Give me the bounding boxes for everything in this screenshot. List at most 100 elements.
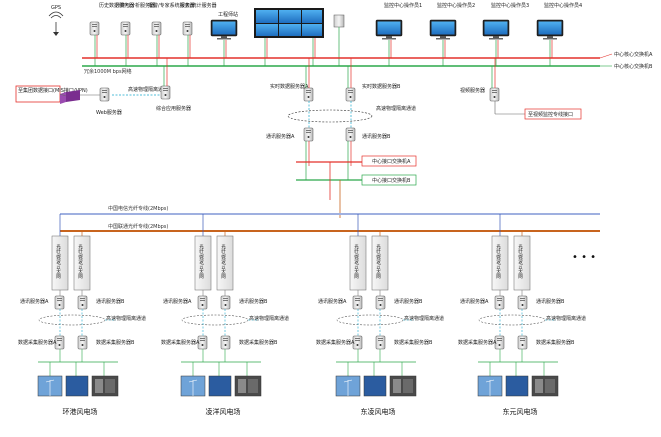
group-link (59, 93, 67, 97)
svg-text:中心核心交换机A: 中心核心交换机A (614, 51, 653, 58)
farm-dataB-label: 数据采集服务器B (536, 339, 575, 346)
farm-data-server-b-icon (77, 335, 88, 350)
telecom-line-label: 中国电信光纤专线(2Mbps) (108, 205, 168, 212)
unicom-line-label: 中国联通光纤专线(2Mbps) (108, 223, 168, 230)
top-drop-lines-red (96, 35, 553, 58)
farm-commB-label: 通讯服务器B (96, 298, 125, 305)
operator-4-label: 监控中心操作员4 (544, 2, 582, 9)
farm-commA-label: 通讯服务器A (318, 298, 347, 305)
wind-farm-3: 光纤/微波/以太网 光纤/微波/以太网 通讯服务器A 通讯服务器B 高速物理隔离… (316, 214, 444, 416)
comm-server-b-icon (345, 127, 356, 142)
farm-commB-label: 通讯服务器B (394, 298, 423, 305)
wind-farm-group: 光纤/微波/以太网 光纤/微波/以太网 通讯服务器A 通讯服务器B 高速物理隔离… (18, 214, 586, 416)
comm-server-a-label: 通讯服务器A (266, 133, 295, 140)
wind-farm-4: 光纤/微波/以太网 光纤/微波/以太网 通讯服务器A 通讯服务器B 高速物理隔离… (458, 214, 586, 416)
isolation-ellipse-mid (287, 109, 373, 123)
firewall-icon (60, 90, 80, 104)
farm-vert-label: 光纤/微波/以太网 (496, 243, 502, 280)
web-server-label: Web服务器 (96, 109, 122, 116)
video-interface-label: 至视频监控专线接口 (528, 111, 573, 118)
farm-vert-label: 光纤/微波/以太网 (354, 243, 360, 280)
farm-comm-server-a-icon (352, 295, 363, 310)
core-switch-b-tag: 中心核心交换机B (600, 63, 653, 70)
farm-dataA-label: 数据采集服务器A (161, 339, 200, 346)
interface-switch-a-box (361, 155, 417, 167)
farm-commA-label: 通讯服务器A (163, 298, 192, 305)
gps-antenna-icon (48, 11, 64, 36)
history-server-icon (89, 21, 100, 36)
video-interface-box (524, 108, 582, 120)
booster-station-photo (208, 375, 232, 397)
video-server-icon (489, 87, 500, 102)
comm-server-b-label: 通讯服务器B (362, 133, 391, 140)
farm-commA-label: 通讯服务器A (460, 298, 489, 305)
display-wall-icon (254, 8, 324, 38)
realtime-server-b-icon (345, 87, 356, 102)
operator-1-label: 监控中心操作员1 (384, 2, 422, 9)
wind-farm-1: 光纤/微波/以太网 光纤/微波/以太网 通讯服务器A 通讯服务器B 高速物理隔离… (18, 214, 146, 416)
farm-comm-server-a-icon (197, 295, 208, 310)
farm-dataB-label: 数据采集服务器B (394, 339, 433, 346)
farm-isolate-label: 高速物理隔离通道 (106, 315, 146, 322)
farm-vert-label: 光纤/微波/以太网 (221, 243, 227, 280)
farm-dataA-label: 数据采集服务器A (458, 339, 497, 346)
farm-vert-label: 光纤/微波/以太网 (56, 243, 62, 280)
comm-server-a-icon (303, 127, 314, 142)
farm-vert-label: 光纤/微波/以太网 (518, 243, 524, 280)
group-interface-label: 至集团数据接口(MIS接口/VPN) (18, 87, 88, 94)
farm-dataB-label: 数据采集服务器B (96, 339, 135, 346)
farm-comm-server-a-icon (54, 295, 65, 310)
core-switch-a-tag: 中心核心交换机A (599, 51, 653, 59)
app-server-icon (160, 85, 171, 100)
wind-farm-name: 东元风电场 (503, 407, 538, 416)
farm-commA-label: 通讯服务器A (20, 298, 49, 305)
history-server-label: 历史数据服务器 (99, 2, 134, 9)
operator-station-4-icon (536, 19, 564, 40)
report-server-icon (182, 21, 193, 36)
redundant-network-label: 冗余1000M bps网络 (84, 68, 132, 75)
engineer-station-icon (210, 19, 238, 40)
farm-comm-server-b-icon (375, 295, 386, 310)
isolation-label-1: 高速物理隔离通道 (128, 86, 168, 93)
booster-station-photo (505, 375, 529, 397)
more-farms-ellipsis: • • • (572, 252, 596, 263)
gps-label: GPS (51, 5, 61, 11)
farm-comm-server-b-icon (77, 295, 88, 310)
farm-comm-server-b-icon (220, 295, 231, 310)
interface-switch-b-box (361, 174, 417, 186)
realtime-server-a-label: 实时数据服务器A (270, 83, 309, 90)
farm-isolate-label: 高速物理隔离通道 (249, 315, 289, 322)
app-server-label: 综合应用服务器 (156, 105, 191, 112)
wind-farm-name: 东凌风电场 (361, 407, 396, 416)
alarm-server-icon (151, 21, 162, 36)
isolation-label-2: 高速物理隔离通道 (376, 105, 416, 112)
farm-data-server-b-icon (517, 335, 528, 350)
farm-dataA-label: 数据采集服务器A (18, 339, 57, 346)
alarm-server-label: 报警/专家系统服务器 (148, 2, 195, 9)
farm-vert-label: 光纤/微波/以太网 (376, 243, 382, 280)
calc-server-icon (120, 21, 131, 36)
farm-data-server-b-icon (220, 335, 231, 350)
video-server-label: 视频服务器 (460, 87, 485, 94)
farm-data-server-b-icon (375, 335, 386, 350)
projector-icon (333, 14, 345, 28)
operator-station-1-icon (375, 19, 403, 40)
engineer-station-label: 工程师站 (218, 11, 238, 18)
realtime-server-b-label: 实时数据服务器B (362, 83, 401, 90)
farm-comm-server-b-icon (517, 295, 528, 310)
svg-text:中心核心交换机B: 中心核心交换机B (614, 63, 653, 70)
farm-vert-label: 光纤/微波/以太网 (78, 243, 84, 280)
farm-isolate-label: 高速物理隔离通道 (404, 315, 444, 322)
booster-station-photo (65, 375, 89, 397)
wind-farm-2: 光纤/微波/以太网 光纤/微波/以太网 通讯服务器A 通讯服务器B 高速物理隔离… (161, 214, 289, 416)
top-drop-lines (94, 27, 551, 66)
operator-3-label: 监控中心操作员3 (491, 2, 529, 9)
farm-vert-label: 光纤/微波/以太网 (199, 243, 205, 280)
operator-station-3-icon (482, 19, 510, 40)
calc-server-label: 计算与分析服务器 (115, 2, 155, 9)
wind-farm-name: 凌洋风电场 (206, 407, 241, 416)
operator-station-2-icon (429, 19, 457, 40)
farm-comm-server-a-icon (494, 295, 505, 310)
farm-commB-label: 通讯服务器B (239, 298, 268, 305)
